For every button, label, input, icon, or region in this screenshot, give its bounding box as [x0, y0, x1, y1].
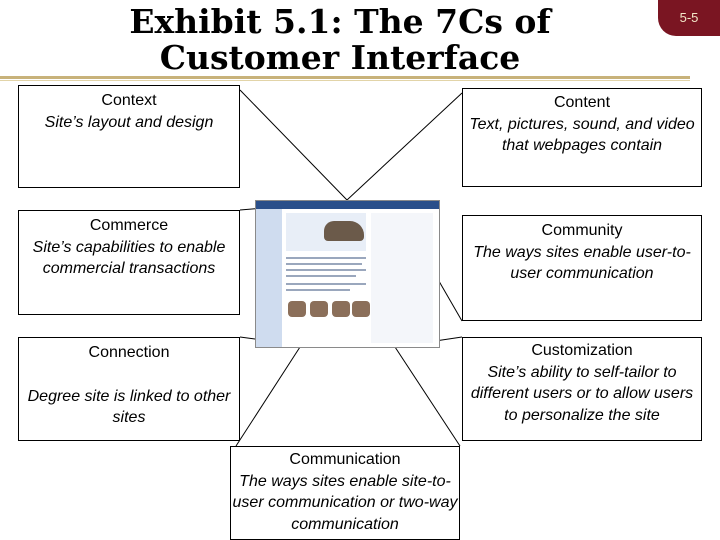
screenshot-sidebar — [256, 209, 282, 347]
screenshot-text-line — [286, 269, 366, 271]
webpage-screenshot-image — [255, 200, 440, 348]
screenshot-text-line — [286, 257, 366, 259]
context-title: Context — [101, 92, 157, 109]
communication-box: Communication The ways sites enable site… — [230, 446, 460, 540]
screenshot-thumb — [310, 301, 328, 317]
connection-title: Connection — [88, 344, 170, 361]
content-description: Text, pictures, sound, and video that we… — [469, 115, 695, 155]
screenshot-text-line — [286, 263, 362, 265]
communication-description: The ways sites enable site-to-user commu… — [232, 472, 458, 533]
connector-content — [346, 92, 463, 201]
screenshot-thumb — [352, 301, 370, 317]
commerce-title: Commerce — [89, 217, 169, 234]
screenshot-text-line — [286, 275, 356, 277]
commerce-description: Site’s capabilities to enable commercial… — [32, 238, 226, 278]
customization-box: Customization Site’s ability to self-tai… — [462, 337, 702, 441]
community-title: Community — [541, 222, 623, 239]
connector-communication-left — [235, 346, 301, 447]
connector-communication-right — [394, 346, 461, 447]
screenshot-text-line — [286, 289, 350, 291]
slide-header: Exhibit 5.1: The 7Cs of Customer Interfa… — [0, 0, 720, 82]
context-box: Context Site’s layout and design — [18, 85, 240, 188]
context-description: Site’s layout and design — [44, 113, 214, 131]
community-box: Community The ways sites enable user-to-… — [462, 215, 702, 321]
screenshot-topbar — [256, 201, 439, 209]
community-description: The ways sites enable user-to-user commu… — [473, 243, 691, 283]
screenshot-thumb — [332, 301, 350, 317]
customization-description: Site’s ability to self-tailor to differe… — [470, 363, 694, 424]
connector-context — [239, 89, 348, 201]
shoe-image — [324, 221, 364, 241]
slide-title: Exhibit 5.1: The 7Cs of Customer Interfa… — [129, 2, 551, 77]
title-rule — [0, 76, 690, 79]
connection-box: Connection Degree site is linked to othe… — [18, 337, 240, 441]
title-rule-thin — [0, 80, 690, 81]
connection-description: Degree site is linked to other sites — [27, 387, 231, 427]
customization-title: Customization — [531, 342, 633, 359]
communication-title: Communication — [289, 451, 401, 468]
slide-number-badge: 5-5 — [658, 0, 720, 36]
content-title: Content — [553, 94, 611, 111]
commerce-box: Commerce Site’s capabilities to enable c… — [18, 210, 240, 315]
screenshot-thumb — [288, 301, 306, 317]
screenshot-text-line — [286, 283, 366, 285]
content-box: Content Text, pictures, sound, and video… — [462, 88, 702, 187]
screenshot-right-column — [371, 213, 433, 343]
